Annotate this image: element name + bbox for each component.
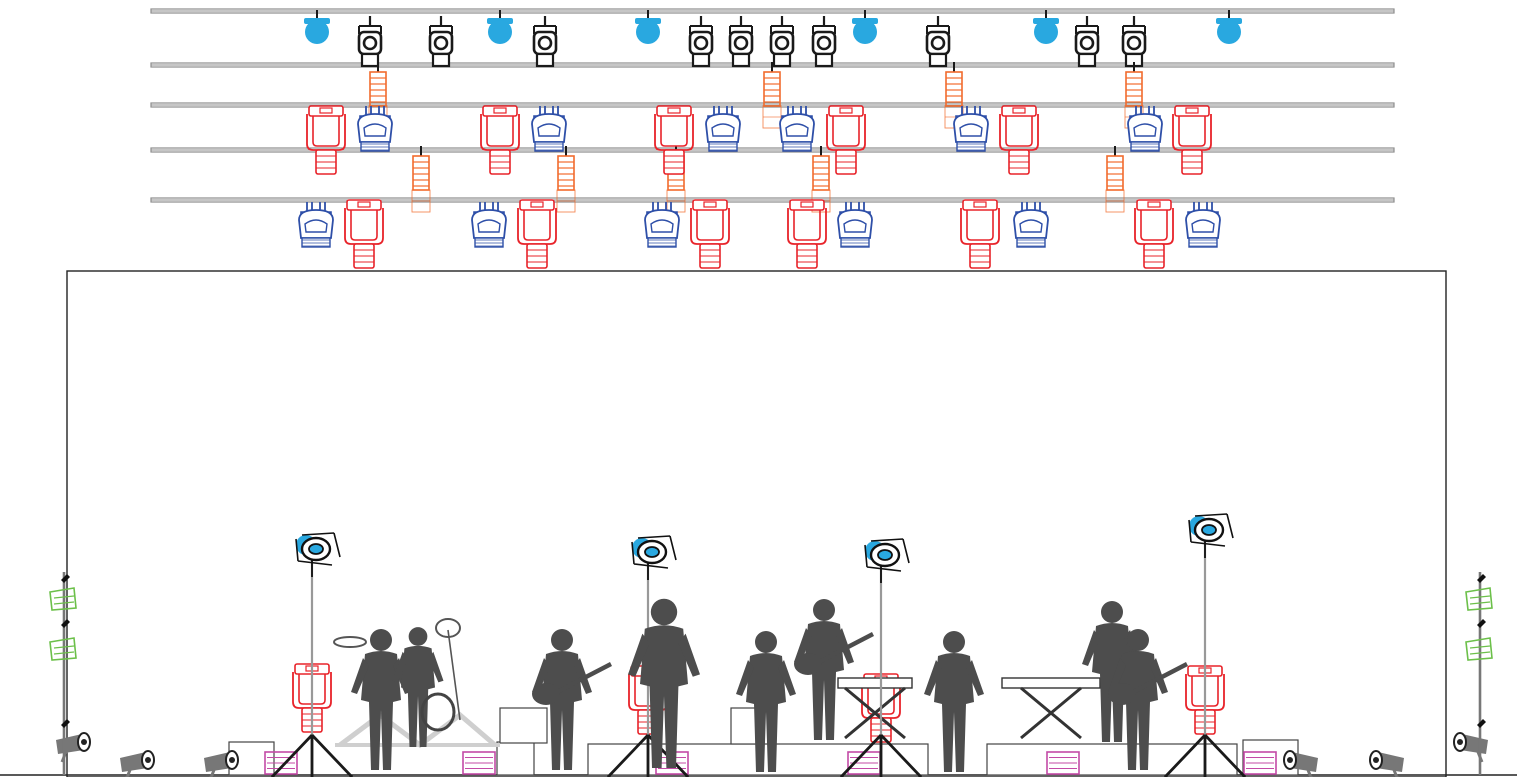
profile-fixture [811,16,837,68]
tripod-stand [839,538,923,777]
beam-moving-head [517,199,557,269]
floor-spot [204,750,239,777]
guitarist-silhouette [794,599,874,740]
profile-fixture [1074,16,1100,68]
stage-riser [986,743,1238,776]
beam-moving-head [787,199,827,269]
wash-moving-head [837,202,873,248]
wash-moving-head [953,106,989,152]
wash-moving-head [779,106,815,152]
profile-fixture [532,16,558,68]
audio-box [1243,751,1277,775]
performer-silhouette [924,631,984,772]
profile-fixture [1121,16,1147,68]
floor-spot [1453,732,1488,763]
wash-moving-head [644,202,680,248]
floor-spot [56,732,91,763]
wash-moving-head [705,106,741,152]
side-tower [49,572,77,775]
keyboard-stand [1001,677,1101,740]
truss-pipe [150,197,1395,203]
keyboard-stand [837,677,913,740]
truss-pipe [150,102,1395,108]
performer-silhouette [392,627,444,747]
performer-silhouette [628,598,700,768]
tower-fixture [1465,637,1493,661]
performer-silhouette [736,631,796,772]
spot-head [631,535,677,580]
profile-fixture [925,16,951,68]
guitarist-silhouette [1108,629,1188,770]
stage-frame [66,270,1447,777]
wash-moving-head [471,202,507,248]
spot-fixture [304,10,330,44]
truss-pipe [150,8,1395,14]
wash-moving-head [1185,202,1221,248]
profile-fixture [688,16,714,68]
wash-moving-head [1127,106,1163,152]
spot-fixture [635,10,661,44]
blinder-fixture [411,146,431,213]
floor-spot [120,750,155,777]
drum-riser [335,711,500,749]
spot-fixture [1216,10,1242,44]
drum-kit [333,618,461,732]
beam-moving-head [826,105,866,175]
fixture-layer [292,10,1242,743]
beam-moving-head [690,199,730,269]
profile-fixture [428,16,454,68]
spot-head [295,532,341,577]
tower-fixture [1465,587,1493,611]
drummer-silhouette [351,629,411,770]
spot-fixture [487,10,513,44]
wash-moving-head [531,106,567,152]
profile-fixture [357,16,383,68]
guitarist-silhouette [532,629,612,770]
floor-spot [1369,750,1404,777]
blinder-fixture [762,62,782,129]
wash-moving-head [357,106,393,152]
profile-fixture [769,16,795,68]
spot-head [864,538,910,583]
spot-fixture [1033,10,1059,44]
blinder-fixture [1105,146,1125,213]
blinder-fixture [944,62,964,129]
audio-box [1046,751,1080,775]
wash-moving-head [298,202,334,248]
keyboardist-silhouette [1082,601,1142,742]
beam-moving-head [999,105,1039,175]
profile-fixture [728,16,754,68]
tower-fixture [49,637,77,661]
tower-fixture [49,587,77,611]
side-tower [1465,572,1493,775]
spot-fixture [852,10,878,44]
tripod-stand [270,532,354,777]
beam-moving-head [306,105,346,175]
blinder-fixture [1124,62,1144,129]
amp-cabinet [496,741,535,776]
beam-moving-head [480,105,520,175]
tripod-stand [1163,513,1247,777]
blinder-fixture [556,146,576,213]
floor-spot [1283,750,1318,777]
beam-moving-head [1134,199,1174,269]
amp-cabinet [499,707,548,744]
beam-moving-head [1172,105,1212,175]
beam-moving-head [960,199,1000,269]
floor-layer [49,513,1493,777]
beam-moving-head [654,105,694,175]
beam-moving-head [344,199,384,269]
wash-moving-head [1013,202,1049,248]
audio-box [462,751,496,775]
spot-head [1188,513,1234,558]
